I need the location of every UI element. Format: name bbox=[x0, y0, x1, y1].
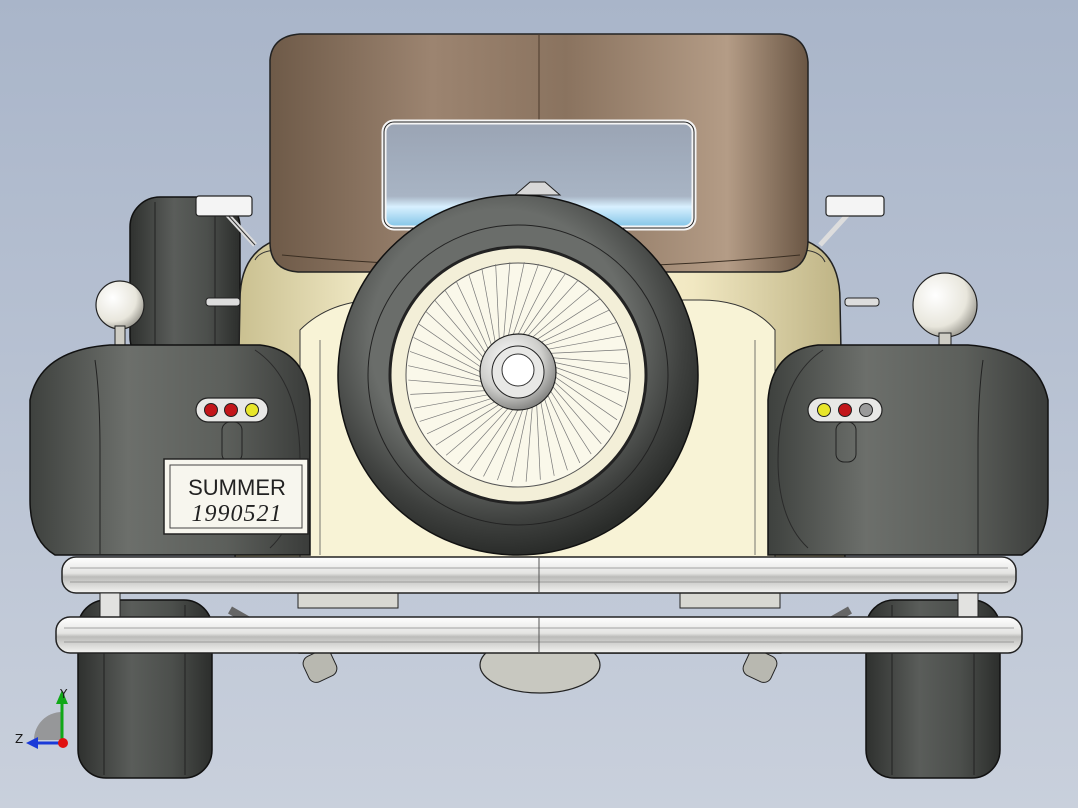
wheel-spoke bbox=[543, 386, 581, 464]
orientation-triad[interactable]: Y Z bbox=[15, 687, 68, 749]
wheel-spoke bbox=[426, 397, 504, 435]
wheel-spoke bbox=[419, 395, 500, 422]
wheel-spoke bbox=[408, 379, 493, 388]
wheel-spoke bbox=[434, 299, 490, 365]
rear-bumper-lower bbox=[55, 616, 1023, 654]
lamp-ball-right bbox=[912, 272, 978, 338]
mirror-left bbox=[195, 195, 257, 247]
wheel-spoke bbox=[481, 268, 498, 351]
wheel-spoke bbox=[413, 337, 489, 377]
wheel-spoke bbox=[455, 280, 493, 358]
license-plate-line2: 1990521 bbox=[192, 501, 283, 527]
wheel-spoke bbox=[545, 360, 628, 379]
convertible-roof bbox=[269, 33, 809, 273]
wheel-spoke bbox=[497, 400, 527, 481]
wheel-spoke bbox=[529, 298, 601, 345]
wheel-spoke bbox=[547, 375, 611, 433]
lamp-ball-left bbox=[95, 280, 145, 330]
sidemount-spare-left bbox=[129, 196, 241, 368]
wheel-spoke bbox=[409, 351, 490, 381]
wheel-spoke bbox=[435, 399, 507, 446]
wheel-spoke bbox=[535, 395, 541, 480]
wheel-spoke bbox=[468, 273, 495, 354]
wheel-spoke bbox=[517, 272, 567, 343]
wheel-spoke bbox=[536, 322, 617, 349]
wheel-spoke bbox=[445, 400, 511, 456]
wheel-spoke bbox=[532, 309, 610, 347]
wheel-spoke bbox=[546, 379, 602, 445]
wheel-spoke bbox=[547, 367, 623, 407]
wheel-spoke bbox=[547, 371, 618, 421]
wheel-spoke bbox=[408, 365, 491, 384]
triad-origin bbox=[58, 738, 68, 748]
wheel-spoke bbox=[414, 392, 497, 409]
wheel-spoke bbox=[495, 264, 501, 349]
rear-bumper-upper bbox=[61, 556, 1017, 594]
wheel-spoke bbox=[539, 335, 622, 352]
license-plate-line1: SUMMER bbox=[188, 475, 286, 500]
wheel-spoke bbox=[525, 288, 591, 344]
wheel-spoke bbox=[509, 263, 539, 344]
taillight-left bbox=[195, 397, 269, 463]
triad-y-label: Y bbox=[59, 687, 68, 701]
triad-z-label: Z bbox=[15, 732, 23, 746]
wheel-spoke bbox=[543, 356, 628, 365]
wheel-spoke bbox=[541, 349, 626, 355]
wheel-spoke bbox=[521, 279, 579, 343]
wheel-spoke bbox=[483, 401, 523, 477]
wheel-spoke bbox=[418, 323, 489, 373]
wheel-spoke bbox=[444, 289, 491, 361]
wheel-spoke bbox=[511, 399, 530, 482]
wheel-spoke bbox=[410, 389, 495, 395]
wheel-spoke bbox=[541, 390, 568, 471]
wheel-spoke bbox=[513, 267, 553, 343]
fender-right bbox=[767, 344, 1049, 556]
wheel-spoke bbox=[457, 401, 515, 465]
wheel-spoke bbox=[469, 401, 519, 472]
mirror-right bbox=[818, 195, 885, 247]
rear-spare-wheel bbox=[337, 194, 699, 556]
license-plate: SUMMER 1990521 bbox=[163, 458, 309, 535]
taillight-right bbox=[807, 397, 883, 463]
wheel-spoke bbox=[506, 262, 525, 345]
wheel-spoke bbox=[546, 363, 627, 393]
wheel-spoke bbox=[545, 383, 592, 455]
wheel-spoke bbox=[425, 311, 489, 369]
wheel-spoke bbox=[538, 393, 555, 476]
wheel-spoke bbox=[502, 262, 511, 347]
wheel-spoke bbox=[525, 397, 534, 482]
